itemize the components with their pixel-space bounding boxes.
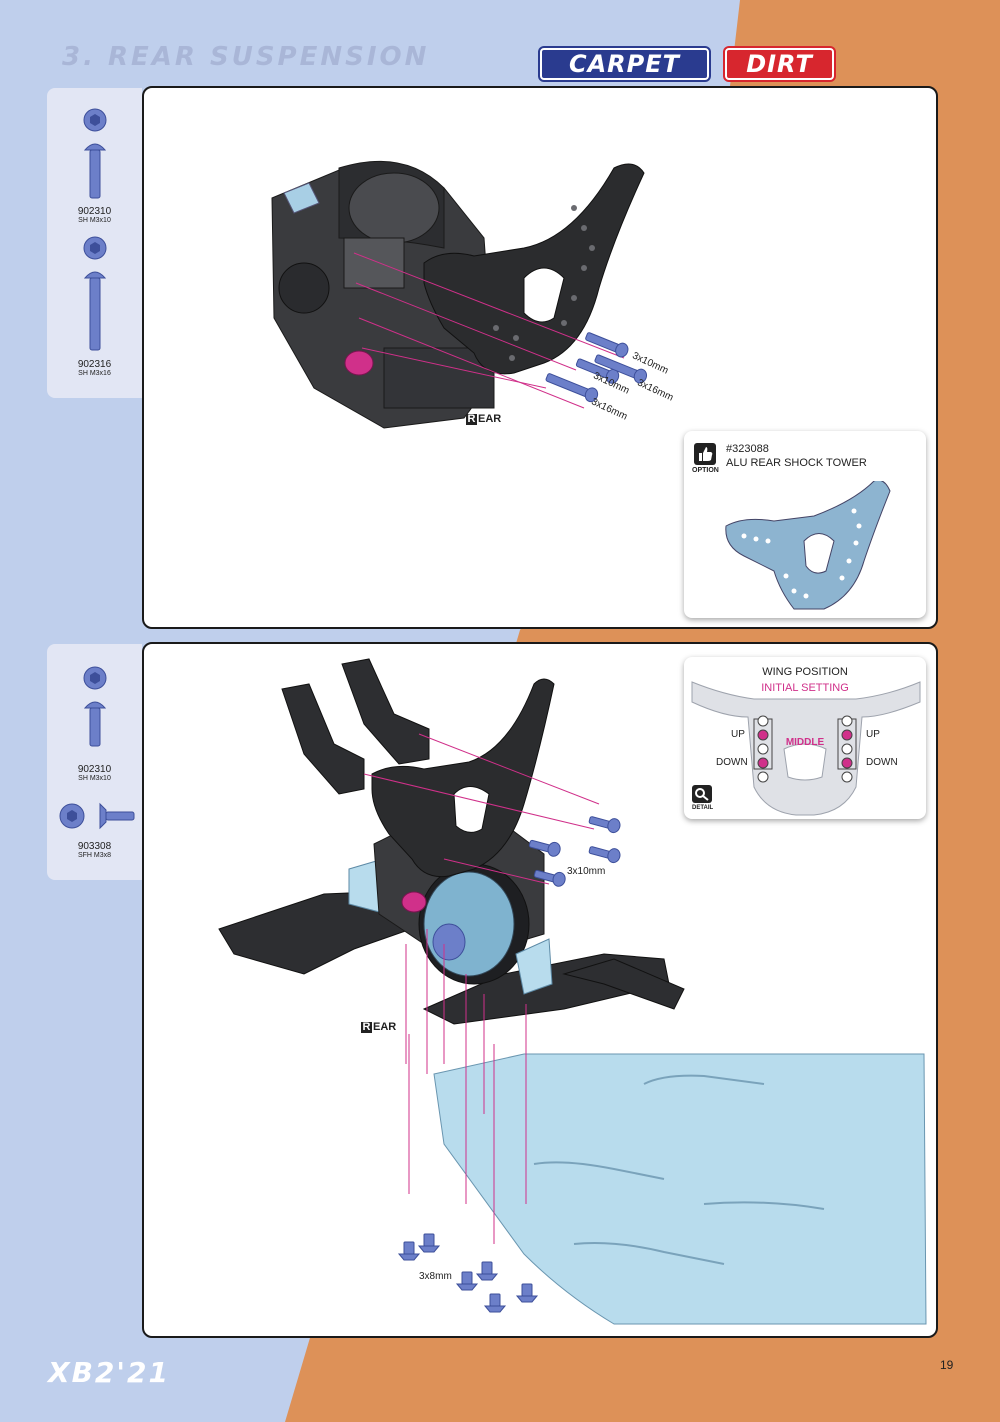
screw-sh-icon [83, 108, 106, 199]
screw-size-label: 3x8mm [419, 1271, 452, 1282]
thumbs-up-icon [694, 443, 716, 465]
page-number: 19 [940, 1358, 954, 1372]
wing-position-title: WING POSITION [762, 666, 848, 678]
detail-badge: DETAIL [692, 805, 714, 811]
option-part-name: ALU REAR SHOCK TOWER [726, 457, 867, 469]
down-left-label: DOWN [716, 757, 748, 768]
screw-sfh-icon [59, 802, 134, 830]
up-left-label: UP [731, 729, 745, 740]
rear-suspension-assembly-illustration [218, 658, 927, 1325]
model-logo: XB2'21 [48, 1356, 170, 1389]
wing-position-detail-box: WING POSITION INITIAL SETTING UP [684, 657, 926, 819]
magnifier-icon [692, 785, 712, 803]
step2-parts-sidebar: 902310 SH M3x10 903308 SFH M3x8 [47, 644, 142, 880]
initial-setting-label: INITIAL SETTING [761, 682, 849, 694]
part-902310: 902310 SH M3x10 [47, 106, 142, 224]
rear-text: EAR [478, 413, 502, 425]
shock-tower-hole-diagram [691, 681, 921, 816]
up-right-label: UP [866, 729, 880, 740]
part-code: 903308 [77, 841, 112, 852]
screw-size-label: 3x10mm [567, 866, 606, 877]
part-code: 902316 [77, 359, 112, 370]
rear-gearbox-shock-tower-illustration [271, 160, 648, 429]
option-alu-shock-tower-box: OPTION #323088 ALU REAR SHOCK TOWER [684, 431, 926, 618]
middle-label: MIDDLE [785, 737, 825, 748]
part-902316: 902316 SH M3x16 [47, 234, 142, 377]
step1-parts-sidebar: 902310 SH M3x10 902316 SH M3x16 [47, 88, 142, 398]
part-code: 902310 [77, 206, 112, 217]
alu-shock-tower-illustration [725, 481, 891, 610]
section-title: 3. REAR SUSPENSION [62, 42, 430, 72]
part-spec: SH M3x16 [78, 370, 111, 377]
down-right-label: DOWN [866, 757, 898, 768]
rear-text: EAR [373, 1021, 397, 1033]
option-part-number: #323088 [726, 443, 769, 455]
part-903308: 903308 SFH M3x8 [47, 796, 142, 859]
carpet-tag: CARPET [540, 48, 709, 80]
r-letter: R [361, 1021, 372, 1033]
part-code: 902310 [77, 764, 112, 775]
option-badge: OPTION [692, 467, 719, 474]
part-spec: SH M3x10 [78, 217, 111, 224]
part-spec: SH M3x10 [78, 775, 111, 782]
r-letter: R [466, 413, 477, 425]
part-spec: SFH M3x8 [77, 852, 112, 859]
screw-sh-icon [83, 236, 106, 351]
screw-sh-icon [83, 666, 106, 747]
part-902310: 902310 SH M3x10 [47, 664, 142, 782]
dirt-tag: DIRT [725, 48, 834, 80]
